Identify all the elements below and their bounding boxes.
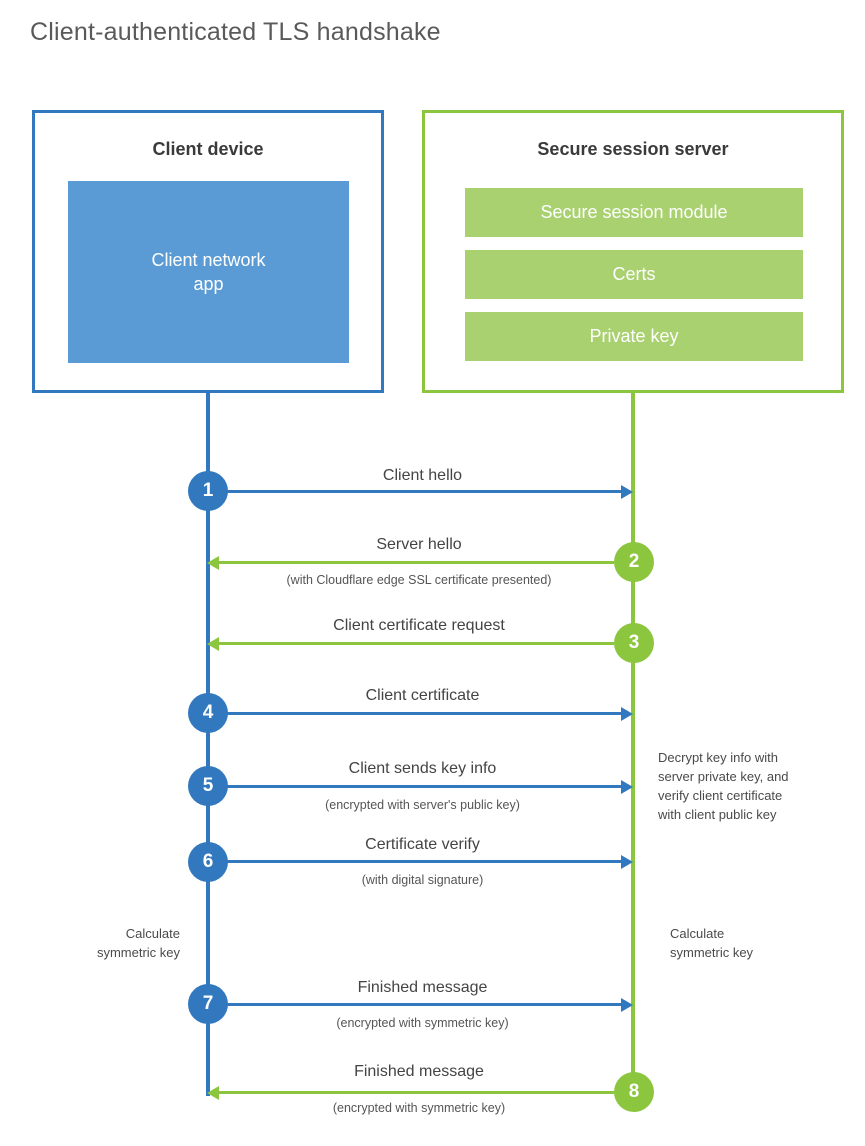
step-1-arrow-line [208,490,622,493]
client-calculate-line-1: Calculate [125,926,180,941]
step-7-sublabel: (encrypted with symmetric key) [336,1016,509,1030]
step-8-label: Finished message [354,1063,484,1080]
step-6-sublabel: (with digital signature) [361,873,484,887]
step-1-arrow-head [621,484,633,499]
secure-session-module-block: Secure session module [465,188,803,237]
step-7-label: Finished message [357,979,488,996]
step-8-arrow-head [207,1085,219,1100]
client-device-box: Client device Client network app [32,110,384,393]
step-7-circle[interactable]: 7 [188,984,228,1024]
step-8-circle[interactable]: 8 [614,1072,654,1112]
server-decrypt-line-4: with client public key [658,806,777,822]
step-1-label: Client hello [382,467,463,484]
step-5-arrow-head [621,779,633,794]
private-key-block: Private key [465,312,803,361]
step-3-circle[interactable]: 3 [614,623,654,663]
step-2-arrow-line [219,561,614,564]
step-8-sublabel: (encrypted with symmetric key) [332,1101,506,1115]
client-network-app-label: Client network app [151,248,265,297]
step-5-sublabel: (encrypted with server's public key) [325,798,520,812]
step-1-circle[interactable]: 1 [188,471,228,511]
step-6-arrow-head [621,854,633,869]
step-5-circle[interactable]: 5 [188,766,228,806]
server-calculate-line-1: Calculate [670,926,725,941]
step-7-arrow-head [621,997,633,1012]
secure-session-server-title: Secure session server [537,139,729,159]
secure-session-server-box: Secure session server Secure session mod… [422,110,844,393]
server-decrypt-line-3: verify client certificate [658,787,783,803]
client-device-title: Client device [152,139,264,159]
step-6-label: Certificate verify [365,836,480,853]
client-lifeline [206,393,210,1096]
step-3-arrow-head [207,636,219,651]
step-8-arrow-line [219,1091,614,1094]
client-calculate-line-2: symmetric key [96,944,180,960]
step-4-arrow-line [208,712,622,715]
certs-block: Certs [465,250,803,299]
step-2-circle[interactable]: 2 [614,542,654,582]
step-5-arrow-line [208,785,622,788]
step-2-arrow-head [207,555,219,570]
server-calculate-symmetric-key-annotation: Calculate symmetric key [670,925,830,963]
server-decrypt-line-2: server private key, and [658,768,789,784]
step-5-label: Client sends key info [348,760,497,777]
page-title: Client-authenticated TLS handshake [30,18,441,46]
step-4-arrow-head [621,706,633,721]
step-4-circle[interactable]: 4 [188,693,228,733]
step-6-arrow-line [208,860,622,863]
client-calculate-symmetric-key-annotation: Calculate symmetric key [30,925,180,963]
step-2-label: Server hello [376,536,462,553]
server-decrypt-line-1: Decrypt key info with [658,750,778,765]
client-app-line-1: Client network [151,249,266,270]
server-calculate-line-2: symmetric key [670,944,754,960]
step-3-arrow-line [219,642,614,645]
step-4-label: Client certificate [365,687,480,704]
step-2-sublabel: (with Cloudflare edge SSL certificate pr… [286,573,552,587]
step-7-arrow-line [208,1003,622,1006]
client-app-line-2: app [193,274,224,294]
step-3-label: Client certificate request [333,617,505,634]
server-lifeline [631,393,635,1093]
server-decrypt-annotation: Decrypt key info with server private key… [658,749,848,824]
client-network-app-block: Client network app [68,181,349,363]
step-6-circle[interactable]: 6 [188,842,228,882]
